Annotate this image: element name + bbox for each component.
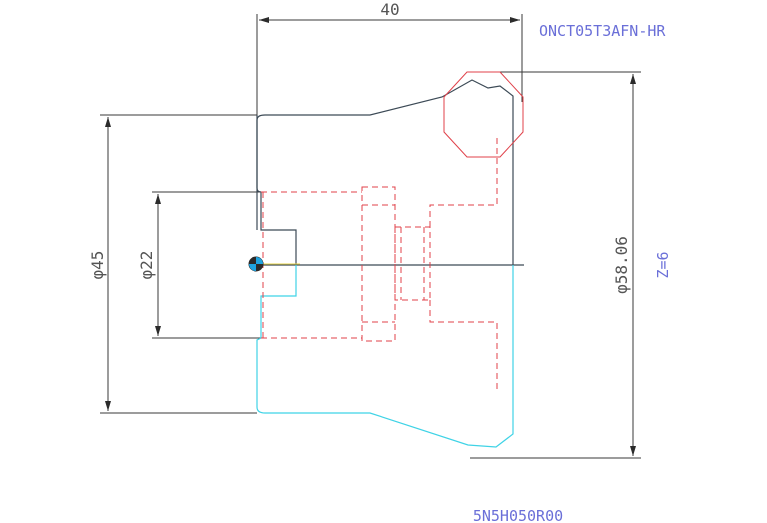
hidden-groove	[361, 186, 396, 342]
dim-right-label: φ58.06	[612, 236, 631, 294]
right-dimension	[470, 71, 641, 459]
teeth-count-label: Z=6	[654, 251, 672, 278]
hidden-small-bore	[394, 226, 431, 301]
origin-marker	[248, 256, 264, 272]
body-outline-lower	[256, 265, 514, 448]
part-code-label: 5N5H050R00	[473, 507, 563, 523]
insert-code-label: ONCT05T3AFN-HR	[539, 22, 666, 40]
hidden-pocket-lower	[429, 300, 498, 392]
hidden-lines	[261, 137, 498, 392]
dim-left-inner-label: φ22	[137, 251, 156, 280]
top-dimension	[256, 14, 523, 115]
hidden-pocket	[429, 137, 498, 227]
dim-top-label: 40	[380, 0, 399, 19]
left-outer-dimension	[100, 114, 257, 414]
left-inner-dimension	[152, 191, 262, 339]
insert-octagon	[443, 71, 524, 158]
dim-left-outer-label: φ45	[88, 251, 107, 280]
